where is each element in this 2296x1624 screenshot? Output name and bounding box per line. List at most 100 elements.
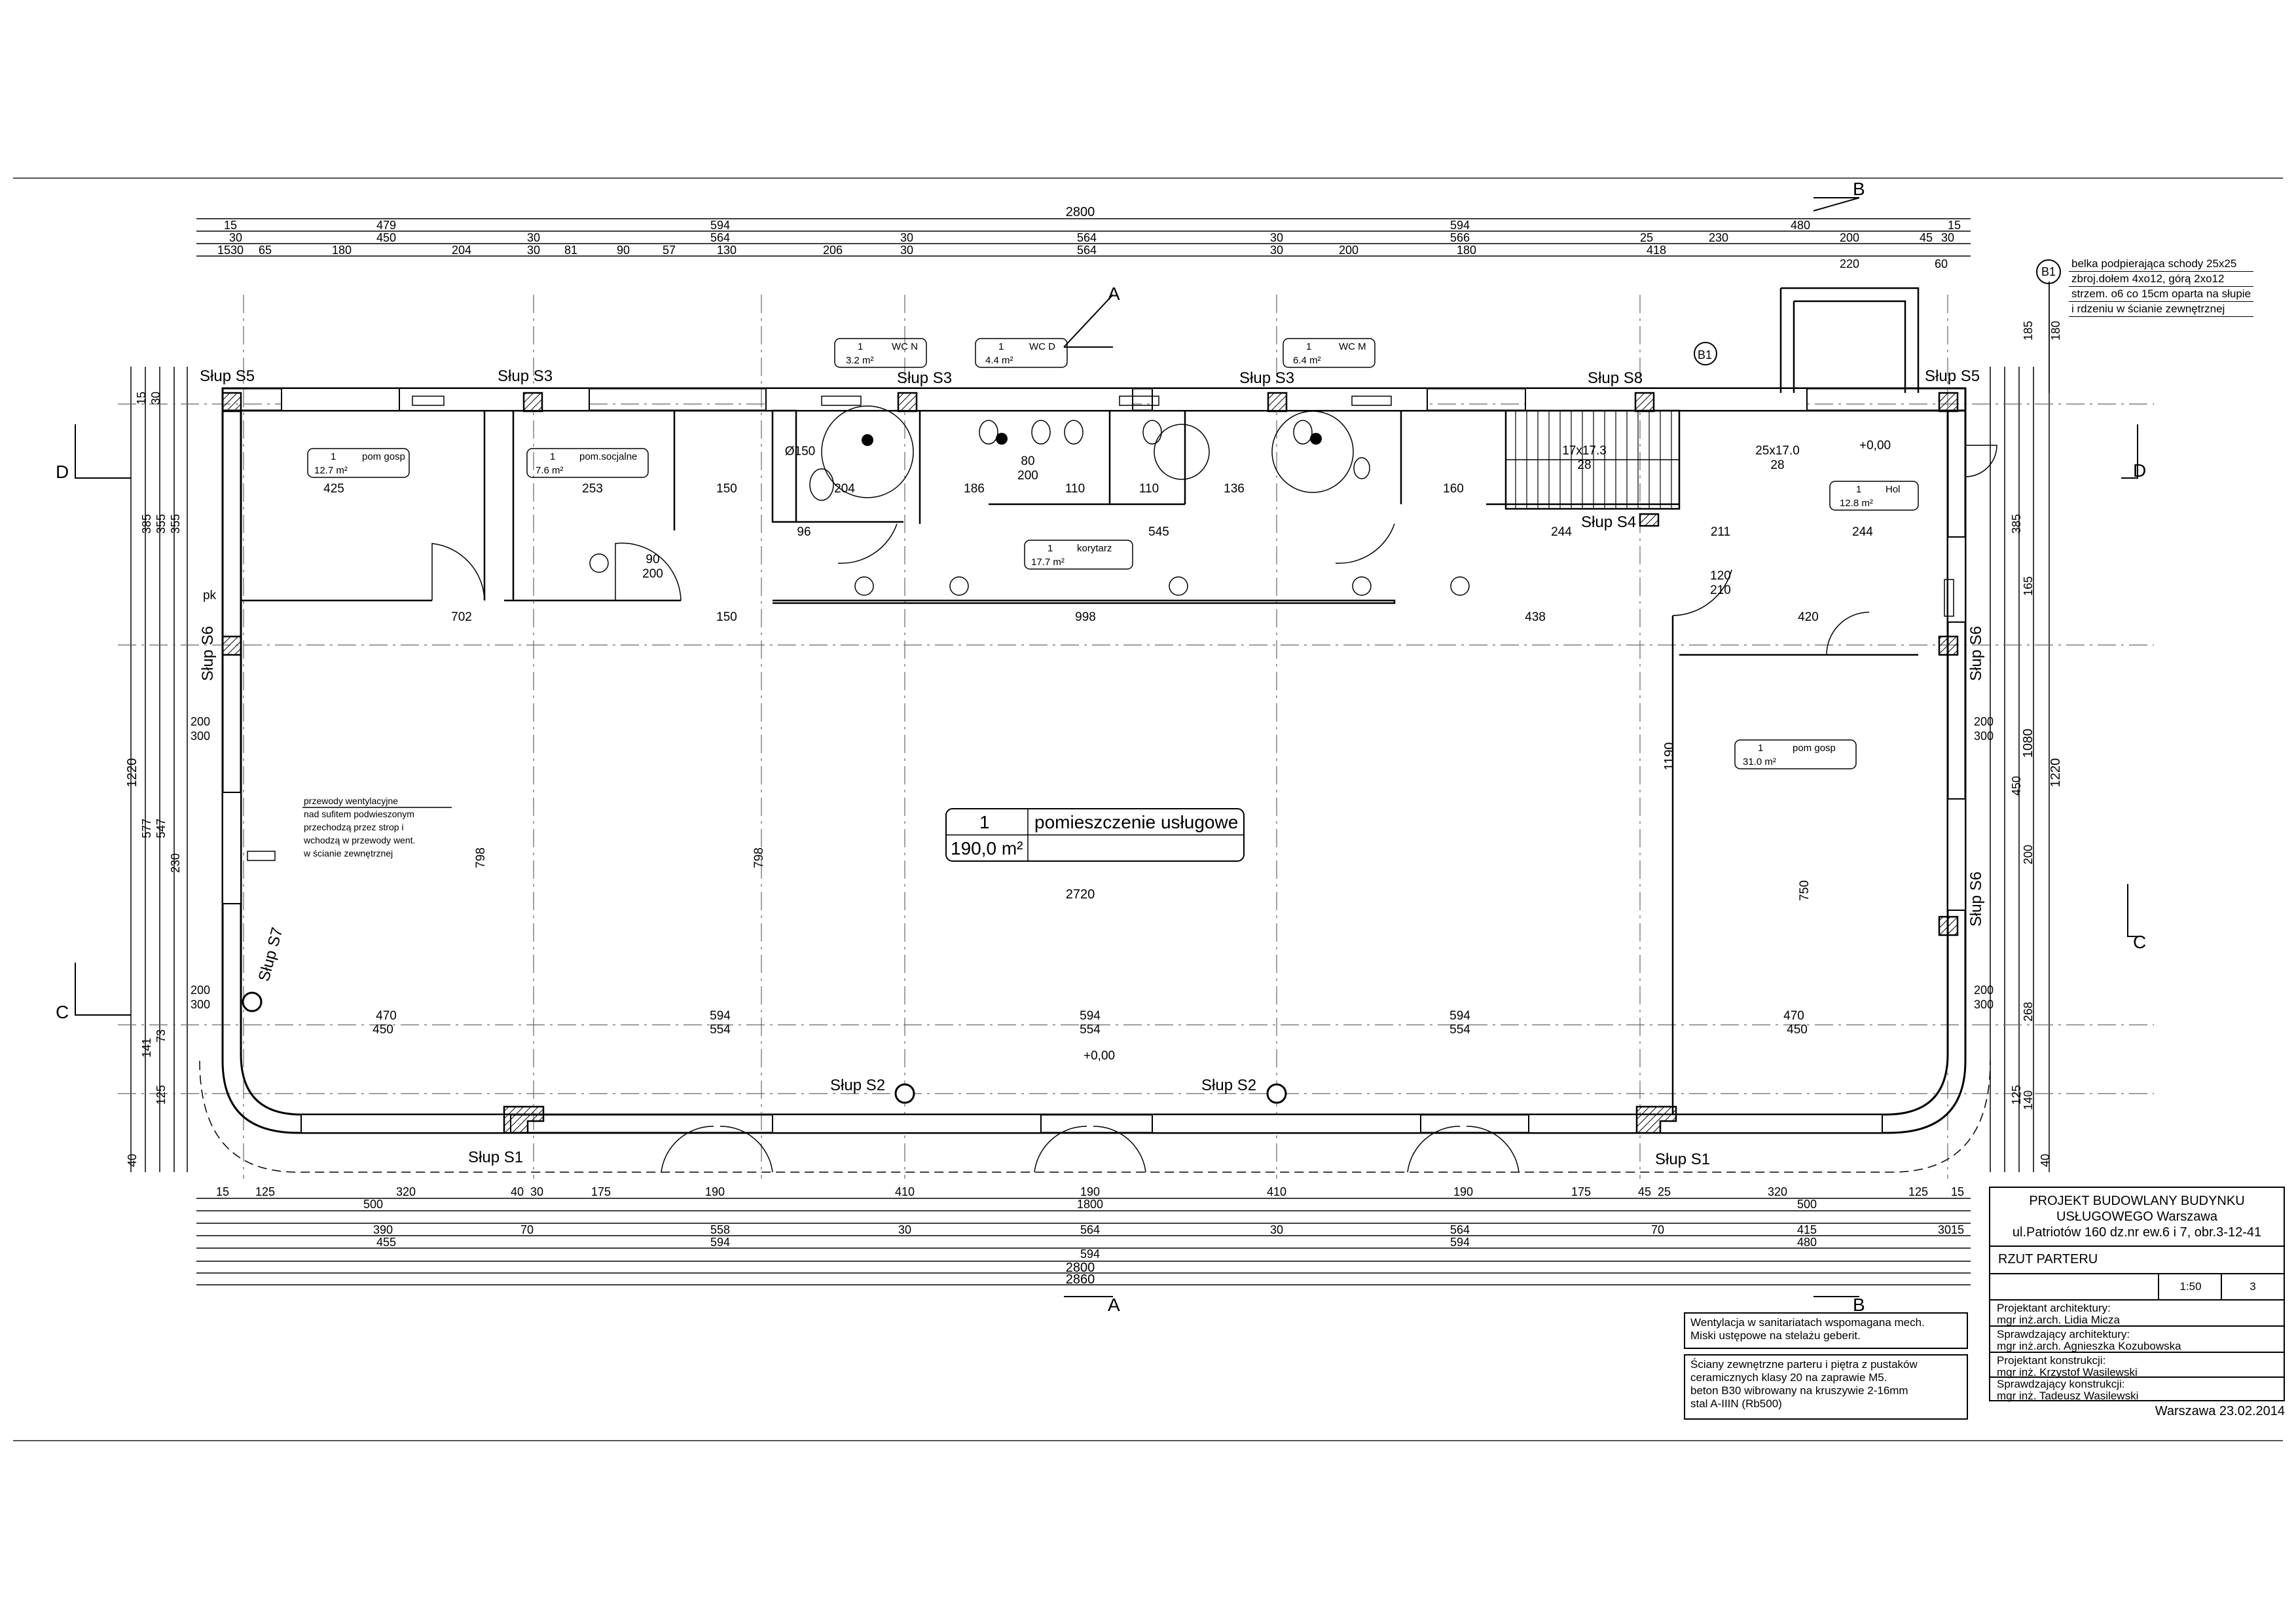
column-label-s8: Słup S8 <box>1588 369 1643 387</box>
svg-text:244: 244 <box>1852 525 1873 539</box>
top-chain-3: 1530 65 180 204 30 81 90 57 130 206 30 5… <box>217 244 1948 270</box>
svg-text:3015: 3015 <box>1938 1223 1964 1236</box>
svg-text:6.4 m²: 6.4 m² <box>1293 355 1321 366</box>
left-side-dims: 15 30 385 355 355 200 300 577 547 230 20… <box>126 392 210 1167</box>
svg-text:190: 190 <box>1453 1185 1473 1198</box>
svg-text:70: 70 <box>520 1223 534 1236</box>
svg-text:410: 410 <box>895 1185 915 1198</box>
column-label-s7: Słup S7 <box>255 925 287 983</box>
svg-text:pom gosp: pom gosp <box>1793 743 1836 754</box>
svg-text:186: 186 <box>964 482 985 496</box>
level-upper: +0,00 <box>1859 439 1891 452</box>
svg-text:30: 30 <box>900 244 913 257</box>
svg-text:206: 206 <box>823 244 843 257</box>
structural-columns <box>221 392 1959 1134</box>
svg-text:C: C <box>56 1002 69 1022</box>
svg-text:750: 750 <box>1798 880 1812 901</box>
svg-text:200: 200 <box>191 715 210 728</box>
svg-text:30: 30 <box>1941 231 1954 244</box>
svg-text:220: 220 <box>1840 257 1859 270</box>
svg-text:410: 410 <box>1267 1185 1286 1198</box>
svg-text:500: 500 <box>363 1198 383 1211</box>
bottom-chain-1: 15 125 320 40 30 175 190 410 190 410 190… <box>216 1185 1964 1198</box>
svg-text:200: 200 <box>1974 715 1994 728</box>
svg-text:125: 125 <box>2010 1085 2023 1105</box>
svg-text:455: 455 <box>376 1236 396 1249</box>
svg-text:7.6 m²: 7.6 m² <box>536 465 564 476</box>
svg-text:96: 96 <box>797 525 811 539</box>
bottom-dimension-lines <box>196 1198 1971 1285</box>
beam-note-line: belka podpierająca schody 25x25 <box>2069 257 2254 272</box>
svg-text:594: 594 <box>1450 1236 1470 1249</box>
svg-text:200: 200 <box>2022 845 2035 864</box>
svg-text:480: 480 <box>1797 1236 1817 1249</box>
svg-text:479: 479 <box>376 219 396 232</box>
svg-text:190: 190 <box>705 1185 725 1198</box>
svg-text:1: 1 <box>1048 543 1053 554</box>
svg-text:A: A <box>1108 1295 1120 1315</box>
svg-text:547: 547 <box>155 819 168 838</box>
role-row: Sprawdzający konstrukcji: mgr inż. Tadeu… <box>1990 1376 2284 1402</box>
svg-text:15: 15 <box>1948 219 1961 232</box>
svg-text:D: D <box>56 462 69 482</box>
side-dimension-lines <box>130 282 2050 1172</box>
interior-walls <box>241 287 1920 1115</box>
svg-text:140: 140 <box>2022 1090 2035 1110</box>
project-name: PROJEKT BUDOWLANY BUDYNKU USŁUGOWEGO War… <box>2012 1194 2262 1240</box>
svg-text:81: 81 <box>564 244 577 257</box>
svg-text:nad sufitem podwieszonym: nad sufitem podwieszonym <box>304 809 414 819</box>
svg-text:30: 30 <box>1270 1223 1283 1236</box>
svg-text:180: 180 <box>332 244 352 257</box>
dim-overall-bottom: 2800 <box>1066 1261 1095 1275</box>
svg-text:230: 230 <box>169 853 182 873</box>
svg-text:1: 1 <box>1758 743 1763 754</box>
svg-text:Ø150: Ø150 <box>785 445 815 458</box>
svg-text:150: 150 <box>716 610 737 624</box>
svg-text:180: 180 <box>1457 244 1476 257</box>
svg-text:554: 554 <box>710 1023 731 1037</box>
svg-text:594: 594 <box>710 219 730 232</box>
svg-text:15: 15 <box>1951 1185 1964 1198</box>
svg-text:65: 65 <box>259 244 272 257</box>
svg-text:594: 594 <box>1449 1009 1470 1023</box>
bottom-windows <box>301 1114 1883 1134</box>
svg-text:470: 470 <box>376 1009 397 1023</box>
svg-text:B: B <box>1853 179 1865 199</box>
column-label-s2-b: Słup S2 <box>1201 1077 1256 1094</box>
svg-text:17.7 m²: 17.7 m² <box>1031 557 1065 568</box>
svg-text:160: 160 <box>1443 482 1464 496</box>
svg-text:90: 90 <box>617 244 630 257</box>
svg-text:425: 425 <box>323 482 344 496</box>
interior-dims: 425 253 150 204 186 110 110 136 160 96 5… <box>203 444 1873 1037</box>
svg-text:1: 1 <box>331 451 336 462</box>
column-label-s3-a: Słup S3 <box>498 367 553 385</box>
svg-text:B: B <box>1853 1295 1865 1315</box>
role-row: Sprawdzający architektury: mgr inż.arch.… <box>1990 1325 2284 1352</box>
svg-text:564: 564 <box>1450 1223 1470 1236</box>
svg-text:798: 798 <box>752 847 766 868</box>
right-side-dims: 180 185 385 165 200 300 450 200 268 200 … <box>1974 321 2062 1167</box>
svg-text:594: 594 <box>1080 1247 1100 1261</box>
drawing-title-row: RZUT PARTERU <box>1990 1246 2284 1273</box>
svg-text:470: 470 <box>1783 1009 1804 1023</box>
sheet-number: 3 <box>2221 1274 2284 1299</box>
svg-text:w ścianie zewnętrznej: w ścianie zewnętrznej <box>303 848 393 858</box>
svg-text:40: 40 <box>126 1154 139 1167</box>
svg-text:450: 450 <box>1787 1023 1808 1037</box>
svg-text:244: 244 <box>1551 525 1572 539</box>
svg-text:przewody wentylacyjne: przewody wentylacyjne <box>304 796 398 806</box>
drawing-title: RZUT PARTERU <box>1998 1252 2098 1266</box>
svg-text:130: 130 <box>717 244 737 257</box>
beam-note-line: zbroj.dołem 4xo12, górą 2xo12 <box>2069 272 2254 287</box>
svg-text:300: 300 <box>1974 729 1994 743</box>
svg-text:C: C <box>2133 932 2146 952</box>
svg-text:3.2 m²: 3.2 m² <box>846 355 874 366</box>
round-columns <box>242 991 1287 1104</box>
svg-text:450: 450 <box>373 1023 393 1037</box>
svg-text:30: 30 <box>530 1185 543 1198</box>
svg-text:200: 200 <box>1840 231 1859 244</box>
dim-left-total: 1220 <box>125 758 139 788</box>
svg-text:564: 564 <box>710 231 730 244</box>
svg-text:57: 57 <box>663 244 676 257</box>
bottom-chain-2: 500 1800 500 <box>363 1198 1817 1211</box>
